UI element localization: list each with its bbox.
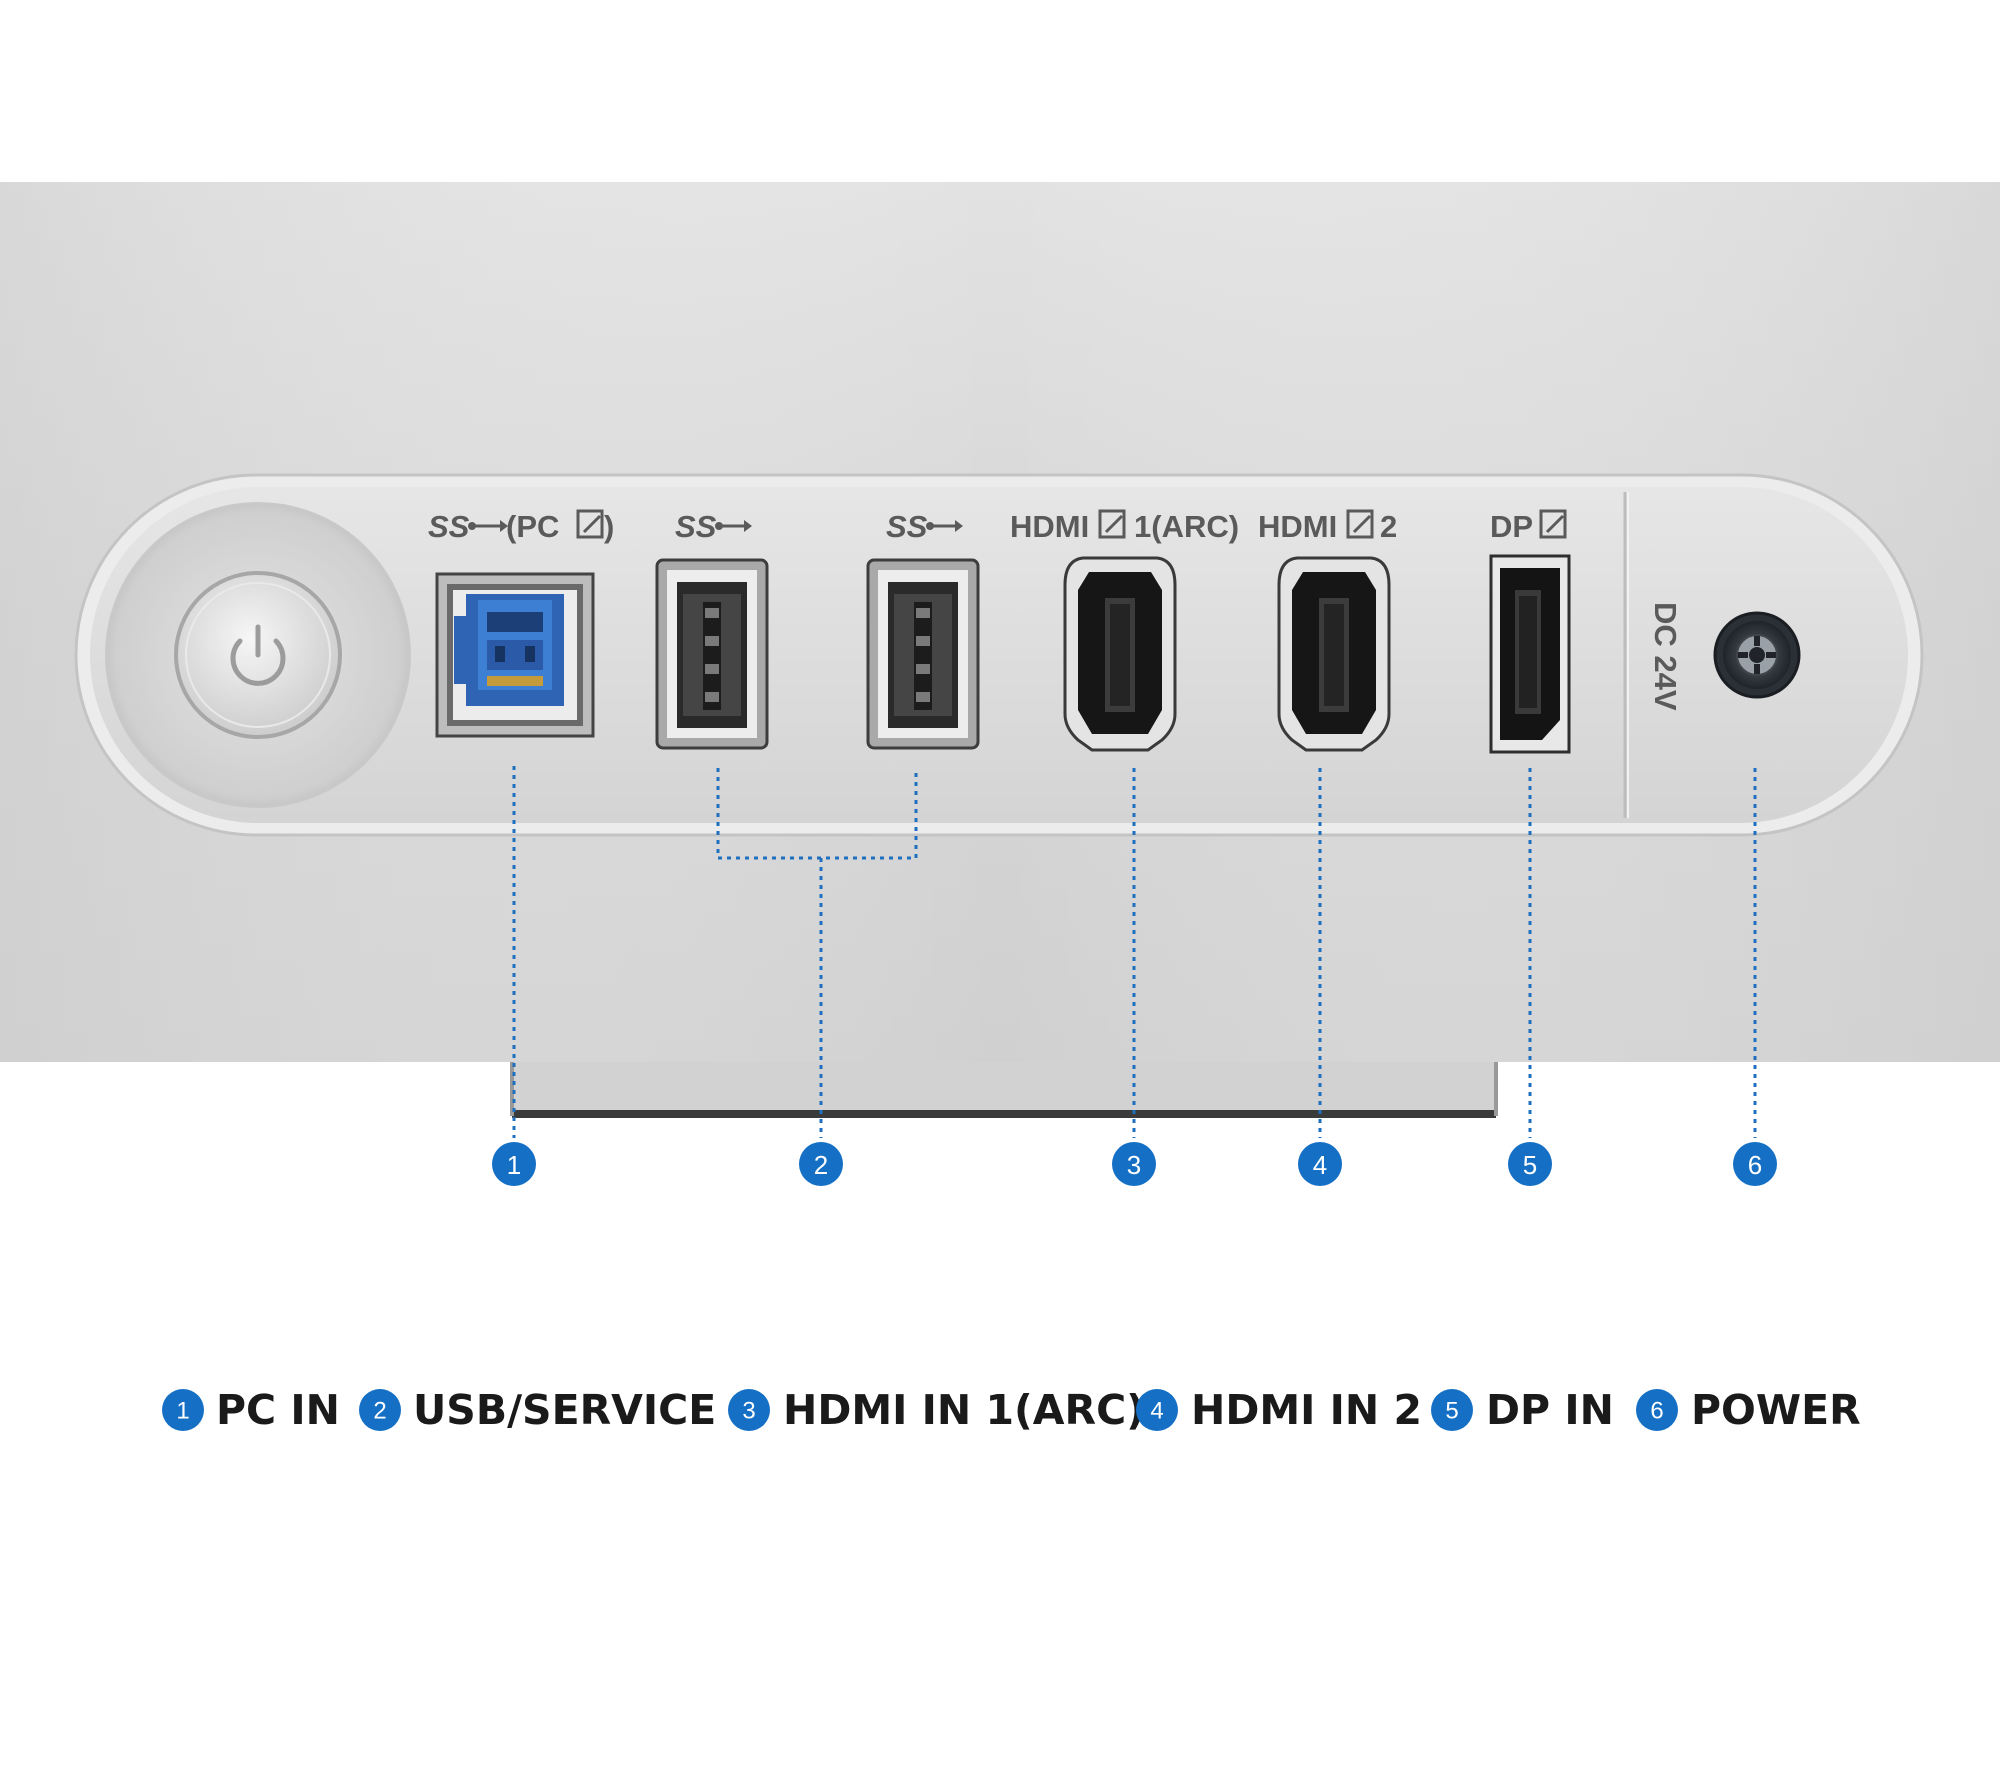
usb-a-port-1[interactable]	[655, 558, 769, 750]
input-arrow-icon	[576, 509, 604, 539]
ss-mark: SS	[428, 509, 470, 544]
port-label-hdmi-2: HDMI 2	[1258, 509, 1397, 544]
svg-text:HDMI: HDMI	[1010, 509, 1089, 544]
svg-text:2: 2	[814, 1150, 828, 1180]
input-arrow-icon	[1098, 509, 1126, 539]
usb-superspeed-icon	[926, 520, 963, 532]
legend-item-dp-in: 5 DP IN	[1431, 1386, 1614, 1434]
callout-4: 4	[1298, 1142, 1342, 1186]
callout-5: 5	[1508, 1142, 1552, 1186]
leader-line-2	[716, 768, 918, 1138]
svg-text:HDMI IN 1(ARC): HDMI IN 1(ARC)	[783, 1386, 1145, 1434]
svg-text:1: 1	[507, 1150, 521, 1180]
callout-3: 3	[1112, 1142, 1156, 1186]
svg-text:1: 1	[176, 1398, 189, 1425]
callout-2: 2	[799, 1142, 843, 1186]
input-arrow-icon	[1539, 509, 1567, 539]
port-label-dc: DC 24V	[1648, 602, 1683, 711]
input-arrow-icon	[1346, 509, 1374, 539]
dc-power-jack[interactable]	[1713, 611, 1801, 699]
svg-text:(PC: (PC	[506, 509, 559, 544]
legend-item-pc-in: 1 PC IN	[162, 1386, 340, 1434]
svg-text:3: 3	[742, 1398, 755, 1425]
port-label-usb-b: SS (PC )	[428, 509, 614, 544]
hdmi-port-1[interactable]	[1063, 556, 1177, 752]
power-icon	[230, 624, 286, 686]
svg-text:USB/SERVICE: USB/SERVICE	[413, 1386, 716, 1434]
legend-item-hdmi-in-2: 4 HDMI IN 2	[1136, 1386, 1422, 1434]
usb-a-port-2[interactable]	[866, 558, 980, 750]
svg-text:POWER: POWER	[1691, 1386, 1861, 1434]
callout-1: 1	[492, 1142, 536, 1186]
power-button[interactable]	[174, 571, 342, 739]
port-label-usb-a-1: SS	[675, 509, 752, 544]
port-label-usb-a-2: SS	[886, 509, 963, 544]
svg-text:2: 2	[1380, 509, 1397, 544]
legend-item-usb-service: 2 USB/SERVICE	[359, 1386, 716, 1434]
svg-text:PC IN: PC IN	[216, 1386, 340, 1434]
svg-text:HDMI IN 2: HDMI IN 2	[1191, 1386, 1422, 1434]
legend: 1 PC IN 2 USB/SERVICE 3 HDMI IN 1(ARC) 4…	[162, 1386, 1861, 1434]
svg-text:DP: DP	[1490, 509, 1533, 544]
svg-text:6: 6	[1748, 1150, 1762, 1180]
svg-text:): )	[604, 509, 614, 544]
svg-text:5: 5	[1523, 1150, 1537, 1180]
svg-text:DC 24V: DC 24V	[1648, 602, 1683, 711]
leader-lines	[512, 766, 1757, 1138]
svg-text:SS: SS	[886, 509, 928, 544]
svg-text:6: 6	[1650, 1398, 1663, 1425]
svg-text:DP IN: DP IN	[1486, 1386, 1614, 1434]
connector-panel	[74, 473, 1924, 837]
svg-text:4: 4	[1313, 1150, 1327, 1180]
svg-text:2: 2	[373, 1398, 386, 1425]
callout-6: 6	[1733, 1142, 1777, 1186]
displayport-port[interactable]	[1489, 554, 1571, 754]
usb-b-port[interactable]	[435, 572, 595, 738]
svg-text:1(ARC): 1(ARC)	[1134, 509, 1239, 544]
port-label-dp: DP	[1490, 509, 1567, 544]
svg-text:5: 5	[1445, 1398, 1458, 1425]
svg-text:SS: SS	[675, 509, 717, 544]
svg-text:HDMI: HDMI	[1258, 509, 1337, 544]
svg-text:3: 3	[1127, 1150, 1141, 1180]
hdmi-port-2[interactable]	[1277, 556, 1391, 752]
legend-item-power: 6 POWER	[1636, 1386, 1861, 1434]
svg-text:4: 4	[1150, 1398, 1163, 1425]
port-label-hdmi-1: HDMI 1(ARC)	[1010, 509, 1239, 544]
legend-item-hdmi-in-1: 3 HDMI IN 1(ARC)	[728, 1386, 1145, 1434]
stand-base	[510, 1062, 1498, 1118]
usb-superspeed-icon	[468, 520, 508, 532]
usb-superspeed-icon	[715, 520, 752, 532]
